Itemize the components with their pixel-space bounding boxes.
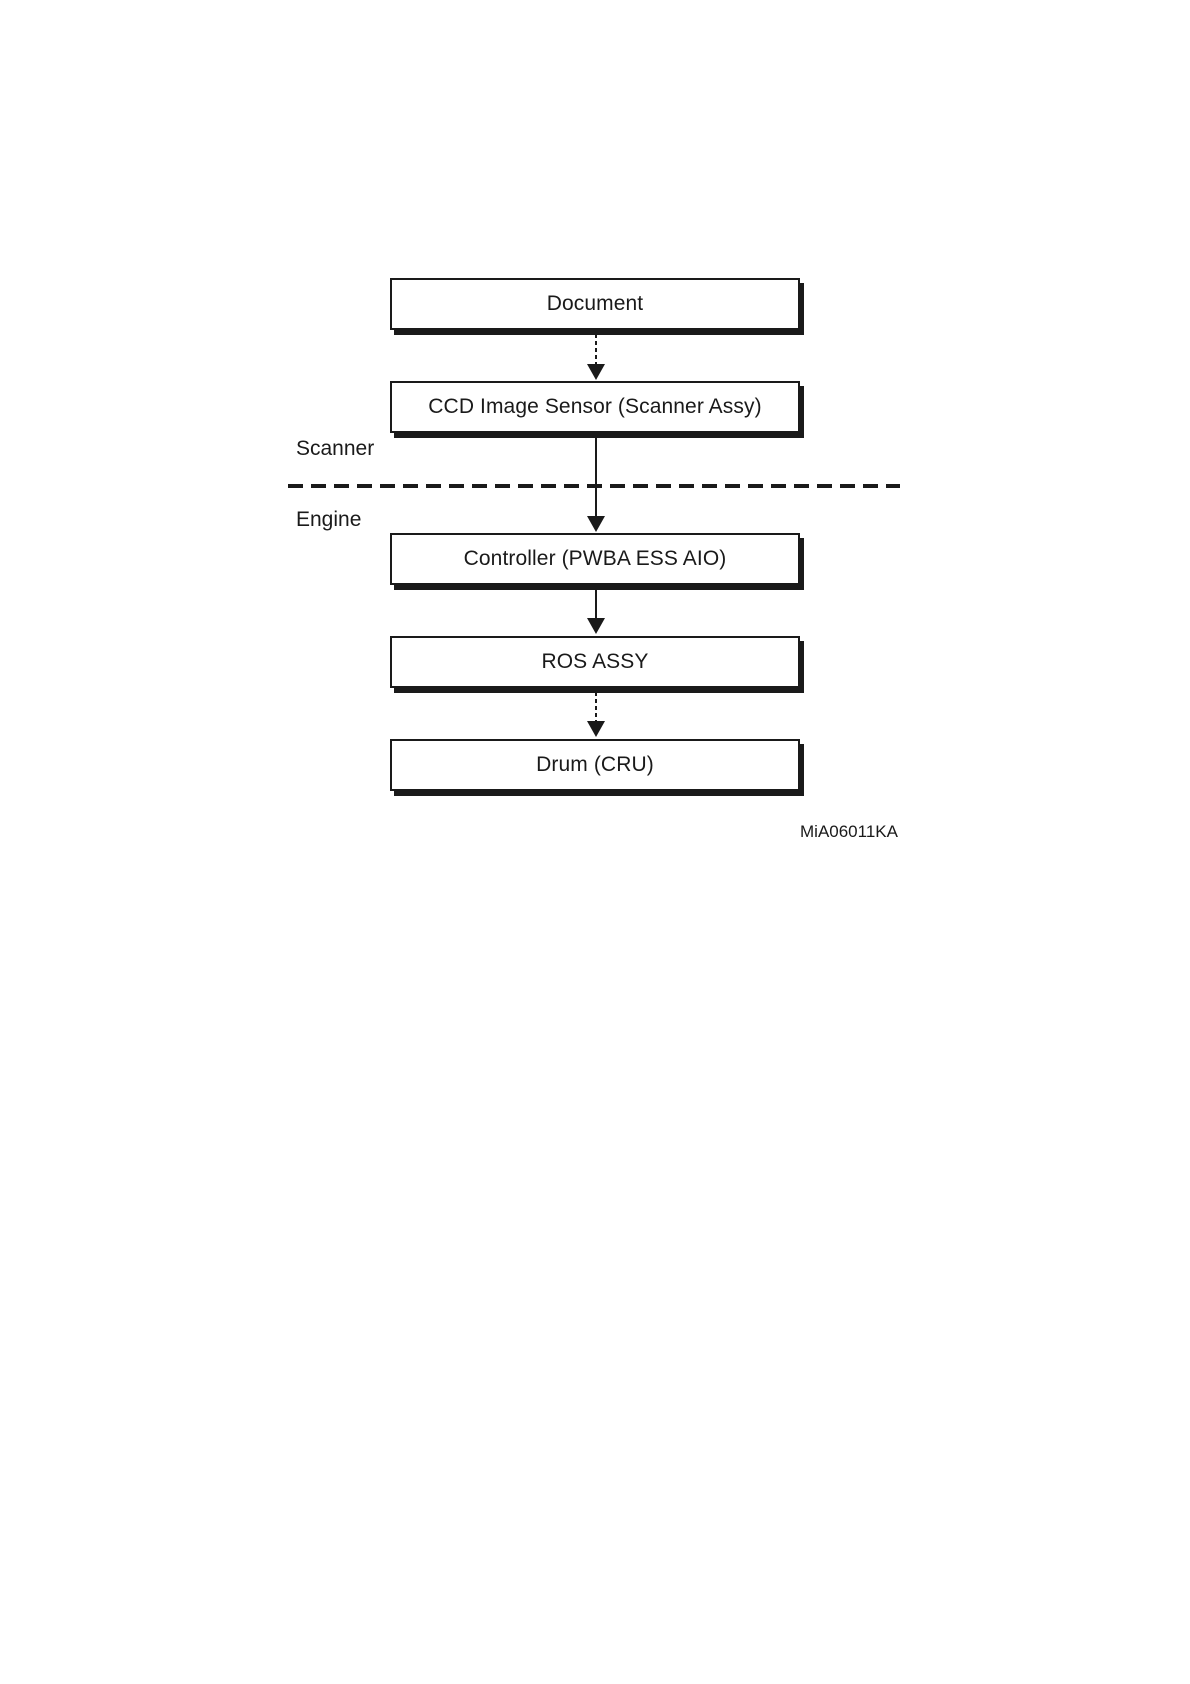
arrowhead-drum xyxy=(587,721,605,737)
node-controller: Controller (PWBA ESS AIO) xyxy=(390,533,800,585)
node-ros-assy-label: ROS ASSY xyxy=(541,650,648,674)
arrowhead-controller xyxy=(587,516,605,532)
arrowhead-ccd xyxy=(587,364,605,380)
zone-label-engine: Engine xyxy=(296,508,361,532)
node-controller-label: Controller (PWBA ESS AIO) xyxy=(464,547,727,571)
node-drum-label: Drum (CRU) xyxy=(536,753,654,777)
node-document-label: Document xyxy=(547,292,644,316)
node-document: Document xyxy=(390,278,800,330)
node-ros-assy: ROS ASSY xyxy=(390,636,800,688)
figure-id: MiA06011KA xyxy=(800,822,898,842)
node-ccd-image-sensor: CCD Image Sensor (Scanner Assy) xyxy=(390,381,800,433)
zone-label-scanner: Scanner xyxy=(296,437,374,461)
node-drum: Drum (CRU) xyxy=(390,739,800,791)
arrowhead-ros xyxy=(587,618,605,634)
node-ccd-image-sensor-label: CCD Image Sensor (Scanner Assy) xyxy=(428,395,761,419)
